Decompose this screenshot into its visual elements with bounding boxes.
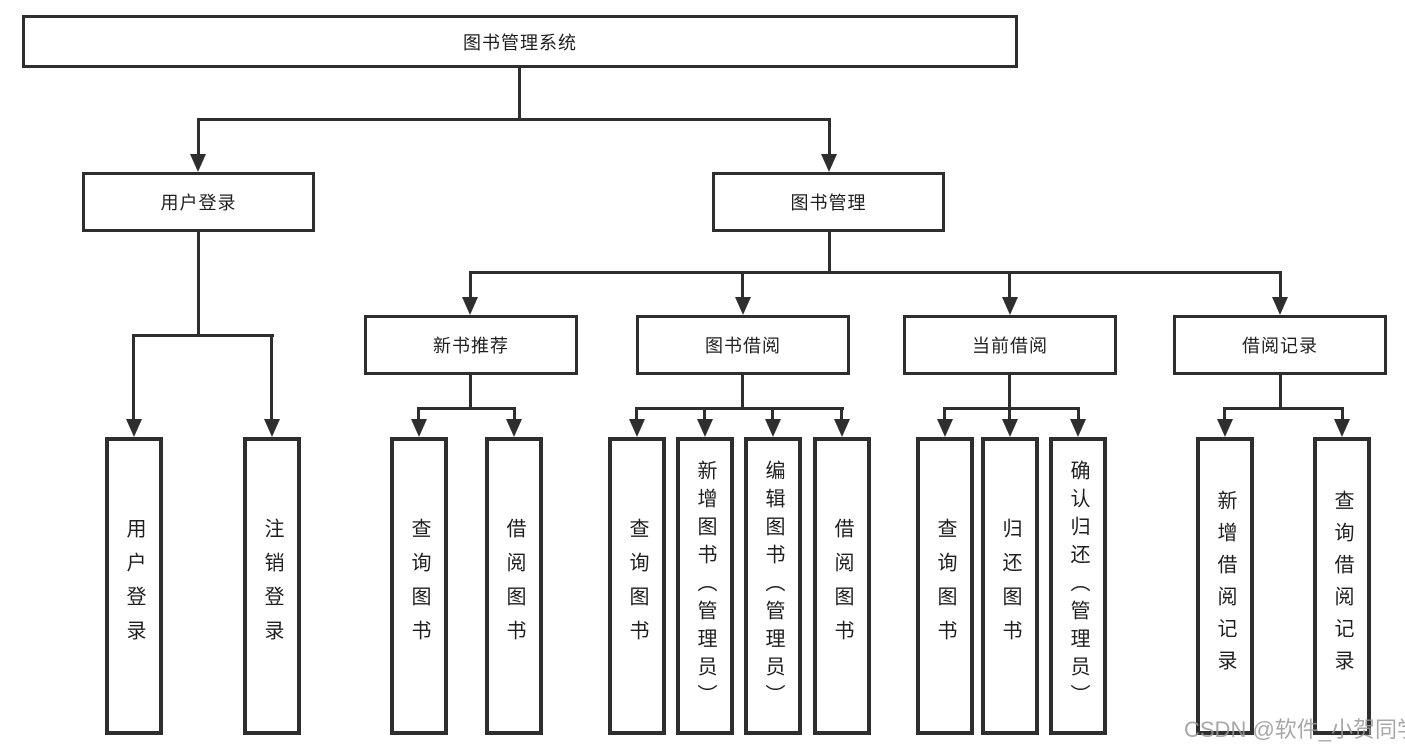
connector-line (1279, 271, 1282, 299)
leaf-label: 编辑图书（管理员） (762, 460, 784, 712)
node-book-borrow: 图书借阅 (636, 315, 850, 375)
arrow-down-icon (462, 297, 478, 315)
connector-line (1008, 271, 1011, 299)
connector-line (513, 407, 516, 421)
arrow-down-icon (697, 419, 713, 437)
connector-line (518, 68, 521, 120)
arrow-down-icon (821, 154, 837, 172)
arrow-down-icon (834, 419, 850, 437)
connector-line (703, 407, 706, 421)
connector-line (1279, 375, 1282, 410)
node-new-book-recommend: 新书推荐 (364, 315, 578, 375)
node-label: 用户登录 (160, 193, 237, 213)
arrow-down-icon (1334, 419, 1350, 437)
node-label: 新书推荐 (433, 336, 509, 356)
node-user-login: 用户登录 (82, 172, 315, 232)
leaf-label: 借阅图书 (503, 518, 525, 654)
connector-line (1223, 407, 1344, 410)
leaf-borrow-books-2: 借阅图书 (813, 437, 871, 735)
leaf-return-books: 归还图书 (981, 437, 1039, 735)
connector-line (943, 407, 946, 421)
leaf-label: 查询图书 (626, 518, 648, 654)
node-label: 当前借阅 (972, 336, 1048, 356)
connector-line (1008, 375, 1011, 410)
leaf-logout: 注销登录 (243, 437, 301, 735)
node-label: 图书借阅 (705, 336, 781, 356)
leaf-borrow-books-1: 借阅图书 (485, 437, 543, 735)
arrow-down-icon (1002, 297, 1018, 315)
node-label: 图书管理 (790, 193, 867, 213)
arrow-down-icon (190, 154, 206, 172)
arrow-down-icon (1217, 419, 1233, 437)
arrow-down-icon (126, 419, 142, 437)
leaf-label: 查询图书 (408, 518, 430, 654)
leaf-label: 新增图书（管理员） (694, 460, 716, 712)
connector-line (828, 232, 831, 274)
connector-line (417, 407, 516, 410)
leaf-label: 确认归还（管理员） (1067, 460, 1089, 712)
arrow-down-icon (629, 419, 645, 437)
leaf-user-login: 用户登录 (105, 437, 163, 735)
node-label: 图书管理系统 (463, 32, 577, 53)
connector-line (132, 334, 135, 421)
connector-line (469, 271, 1282, 274)
connector-line (1077, 407, 1080, 421)
node-label: 借阅记录 (1242, 336, 1318, 356)
connector-line (469, 375, 472, 410)
leaf-query-books-2: 查询图书 (608, 437, 666, 735)
connector-line (270, 334, 273, 421)
leaf-query-books-1: 查询图书 (390, 437, 448, 735)
connector-line (635, 407, 638, 421)
arrow-down-icon (1070, 419, 1086, 437)
node-borrow-records: 借阅记录 (1173, 315, 1387, 375)
connector-line (197, 118, 831, 121)
connector-line (1341, 407, 1344, 421)
csdn-watermark: CSDN @软件_小贺同学 (1184, 717, 1405, 742)
connector-line (943, 407, 1080, 410)
arrow-down-icon (735, 297, 751, 315)
connector-line (828, 118, 831, 156)
leaf-edit-books-admin: 编辑图书（管理员） (744, 437, 802, 735)
leaf-confirm-return-admin: 确认归还（管理员） (1049, 437, 1107, 735)
connector-line (132, 334, 274, 337)
node-current-borrow: 当前借阅 (903, 315, 1117, 375)
connector-line (417, 407, 420, 421)
node-book-management: 图书管理 (712, 172, 945, 232)
leaf-label: 新增借阅记录 (1214, 490, 1236, 682)
leaf-label: 查询借阅记录 (1331, 490, 1353, 682)
arrow-down-icon (506, 419, 522, 437)
connector-line (741, 271, 744, 299)
arrow-down-icon (1272, 297, 1288, 315)
leaf-add-books-admin: 新增图书（管理员） (676, 437, 734, 735)
arrow-down-icon (937, 419, 953, 437)
leaf-label: 用户登录 (123, 518, 145, 654)
leaf-add-borrow-record: 新增借阅记录 (1196, 437, 1254, 735)
connector-line (771, 407, 774, 421)
connector-line (1223, 407, 1226, 421)
connector-line (469, 271, 472, 299)
connector-line (635, 407, 844, 410)
arrow-down-icon (1002, 419, 1018, 437)
leaf-label: 注销登录 (261, 518, 283, 654)
leaf-query-borrow-record: 查询借阅记录 (1313, 437, 1371, 735)
arrow-down-icon (264, 419, 280, 437)
leaf-label: 借阅图书 (831, 518, 853, 654)
leaf-label: 查询图书 (934, 518, 956, 654)
leaf-label: 归还图书 (999, 518, 1021, 654)
node-library-management-system: 图书管理系统 (22, 15, 1018, 68)
arrow-down-icon (411, 419, 427, 437)
connector-line (1008, 407, 1011, 421)
connector-line (197, 118, 200, 156)
connector-line (741, 375, 744, 410)
connector-line (840, 407, 843, 421)
connector-line (197, 232, 200, 337)
leaf-query-books-3: 查询图书 (916, 437, 974, 735)
arrow-down-icon (765, 419, 781, 437)
